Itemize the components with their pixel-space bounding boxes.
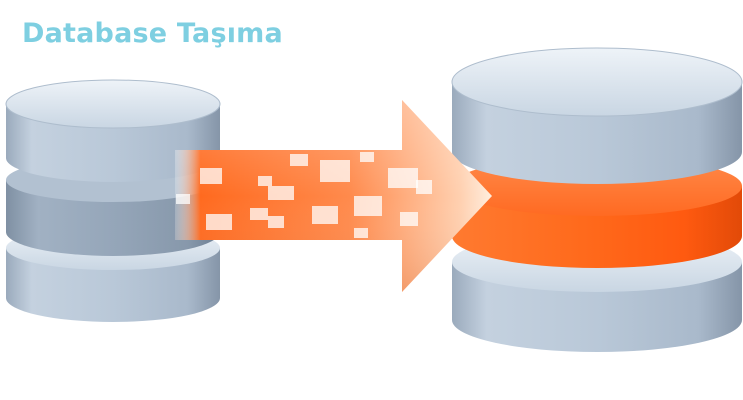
source-database-icon [5, 79, 221, 322]
target-database-icon [451, 47, 743, 352]
page-title: Database Taşıma [22, 18, 283, 49]
migration-arrow-icon [175, 100, 492, 292]
